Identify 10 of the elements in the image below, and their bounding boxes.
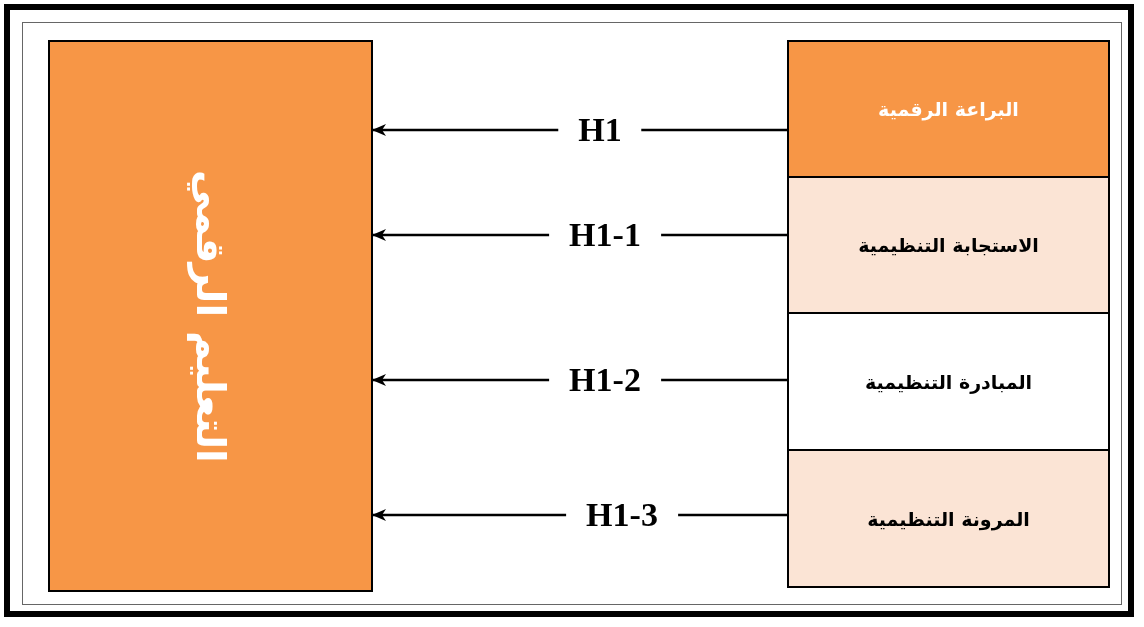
factor-box: [787, 176, 1110, 314]
box-label: البراعة الرقمية: [878, 98, 1019, 120]
box-label: المبادرة التنظيمية: [864, 370, 1033, 393]
factor-box: [787, 312, 1110, 451]
factor-box: [787, 40, 1110, 178]
factor-box: [787, 449, 1110, 588]
box-label: الاستجابة التنظيمية: [858, 234, 1039, 256]
outcome-box: [48, 40, 373, 592]
box-label: المرونة التنظيمية: [867, 507, 1030, 530]
box-label: التعليم الرقمي: [187, 169, 234, 463]
